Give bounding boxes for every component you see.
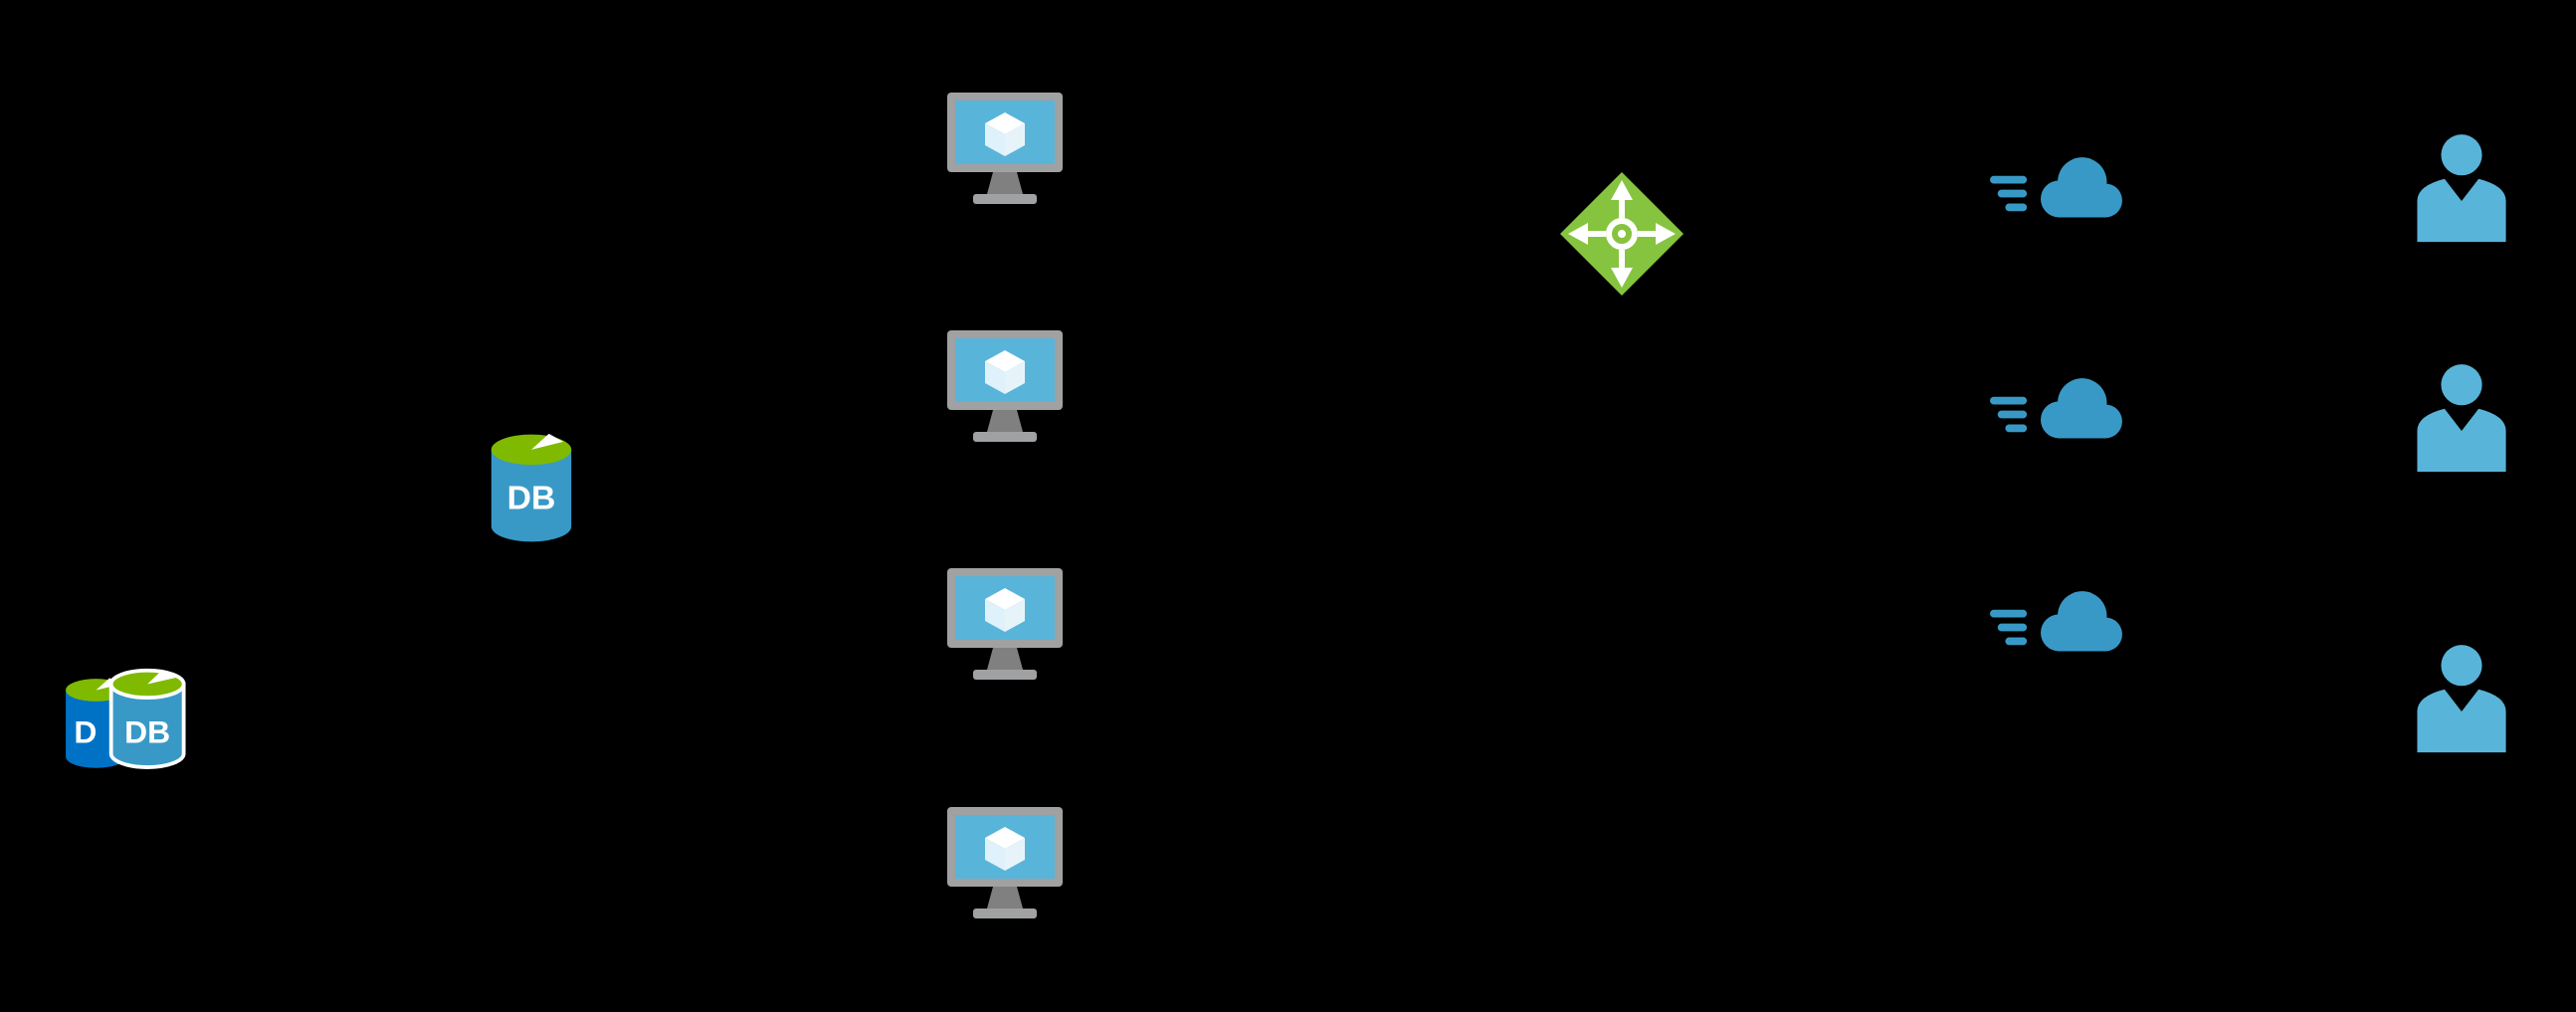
cylinder-body [491,449,572,542]
cloud-service-icon [1990,575,2125,663]
virtual-machine-icon [941,87,1069,218]
center-ring [1606,218,1638,250]
arrow-right-head [1656,223,1676,245]
arrow-down-head [1611,268,1633,288]
node-cloud-service-3 [1990,575,2125,663]
arrow-up-shaft [1619,198,1625,218]
virtual-machine-icon [941,562,1069,694]
virtual-machine-icon [941,801,1069,932]
node-user-1 [2414,132,2509,246]
pool-label-back: D [74,714,97,750]
node-traffic-manager [1558,170,1685,298]
arrow-left-head [1568,223,1588,245]
front-cylinder-body [108,682,186,769]
pool-label-front: DB [124,714,170,750]
node-cloud-service-1 [1990,141,2125,229]
node-virtual-machine-4 [941,801,1069,932]
node-user-2 [2414,362,2509,476]
user-icon [2414,362,2509,476]
sql-database-pool-icon: D DB [66,668,186,769]
node-virtual-machine-2 [941,324,1069,456]
node-virtual-machine-1 [941,87,1069,218]
cylinder-top [491,434,572,466]
node-sql-database-pool: D DB [60,660,211,793]
cloud-service-icon [1990,141,2125,229]
arrow-down-shaft [1619,250,1625,270]
center-dot [1618,230,1626,238]
sql-database-icon: DB [491,433,572,542]
cylinder-notch [531,433,564,450]
front-cylinder-top [108,668,186,701]
user-icon [2414,132,2509,246]
virtual-machine-icon [941,324,1069,456]
arrow-up-head [1611,180,1633,200]
node-user-3 [2414,643,2509,756]
cloud-service-icon [1990,362,2125,450]
arrow-left-shaft [1586,231,1606,237]
user-icon [2414,643,2509,756]
front-cylinder-notch [147,670,178,685]
node-cloud-service-2 [1990,362,2125,450]
node-virtual-machine-3 [941,562,1069,694]
node-sql-database: DB [482,429,581,547]
traffic-manager-icon [1560,172,1684,296]
db-label: DB [507,479,556,516]
arrow-right-shaft [1638,231,1658,237]
